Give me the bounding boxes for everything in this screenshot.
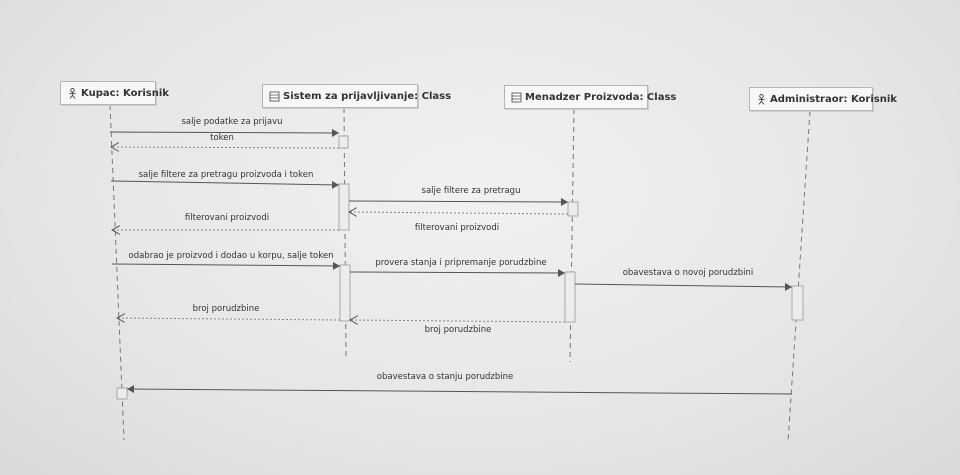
return-message-arrow — [349, 212, 569, 214]
lifeline-head[interactable]: Menadzer Proizvoda: Class — [504, 85, 676, 109]
message-arrow — [111, 261, 341, 270]
message-arrow — [109, 128, 340, 137]
activation-bar — [338, 135, 349, 149]
message-label: broj porudzbine — [192, 304, 260, 314]
message-label: broj porudzbine — [424, 325, 492, 335]
message-arrow — [574, 282, 793, 291]
message-label: filterovani proizvodi — [414, 223, 500, 233]
return-message-arrow — [117, 318, 341, 320]
return-message-arrow — [350, 320, 566, 322]
lifeline-administraor — [787, 110, 811, 443]
activation-bar — [791, 285, 804, 321]
lifeline-kupac — [109, 104, 125, 441]
message-arrow — [349, 268, 566, 277]
lifeline-label: Menadzer Proizvoda: Class — [525, 91, 677, 103]
actor-icon — [758, 93, 765, 105]
activation-bar — [567, 201, 579, 217]
message-arrow — [126, 385, 793, 395]
activation-bar — [338, 183, 350, 231]
actor-icon — [69, 87, 76, 99]
message-label: provera stanja i pripremanje porudzbine — [375, 258, 547, 268]
message-arrow — [110, 180, 340, 189]
lifeline-label: Administraor: Korisnik — [770, 93, 897, 105]
lifeline-label: Sistem za prijavljivanje: Class — [283, 90, 452, 102]
message-label: odabrao je proizvod i dodao u korpu, sal… — [128, 251, 334, 261]
activation-bar — [339, 264, 351, 322]
message-label: obavestava o novoj porudzbini — [622, 268, 754, 278]
message-label: salje podatke za prijavu — [181, 117, 283, 127]
message-label: obavestava o stanju porudzbine — [376, 372, 514, 382]
message-label: filterovani proizvodi — [184, 213, 270, 223]
lifeline-label: Kupac: Korisnik — [81, 87, 169, 99]
message-label: token — [210, 133, 234, 143]
lifeline-head[interactable]: Sistem za prijavljivanje: Class — [262, 84, 451, 108]
return-message-arrow — [111, 147, 340, 148]
class-icon — [269, 91, 280, 101]
class-icon — [511, 92, 522, 102]
activation-bar — [564, 271, 576, 323]
lifeline-menadzer-proizvoda — [569, 108, 575, 363]
message-label: salje filtere za pretragu — [421, 186, 521, 196]
activation-bar — [116, 387, 128, 400]
message-label: salje filtere za pretragu proizvoda i to… — [138, 170, 314, 180]
lifeline-head[interactable]: Kupac: Korisnik — [60, 81, 169, 105]
lifeline-head[interactable]: Administraor: Korisnik — [749, 87, 897, 111]
message-arrow — [348, 197, 569, 206]
